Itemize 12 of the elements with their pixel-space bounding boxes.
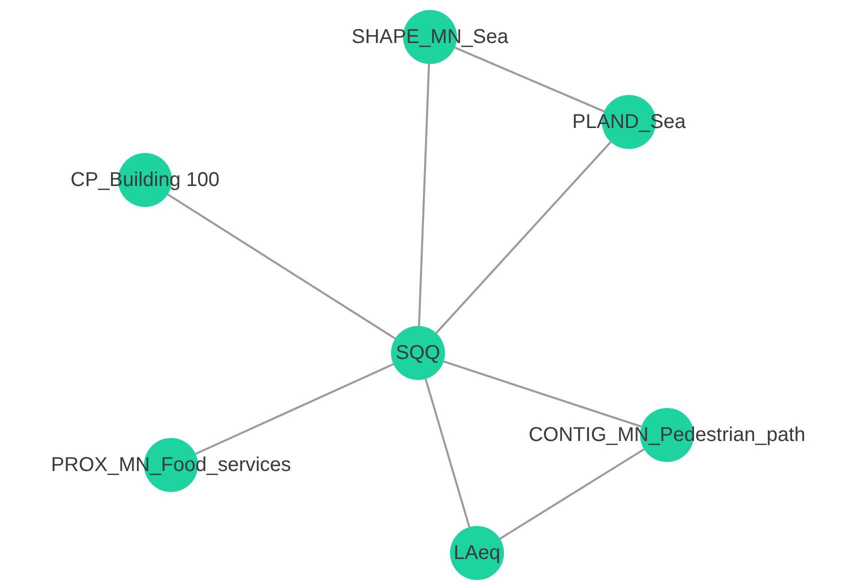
connector-line <box>418 64 430 326</box>
connector-line <box>195 363 394 455</box>
node-label: SQQ <box>396 343 440 363</box>
connector-line <box>424 378 470 528</box>
connector-line <box>499 448 645 540</box>
connector-line <box>167 194 396 340</box>
connector-line <box>454 46 605 112</box>
connector-line <box>435 141 612 334</box>
node-label: LAeq <box>454 543 500 563</box>
node-circle <box>391 326 445 380</box>
node-circle <box>450 526 504 580</box>
connector-line <box>443 360 642 428</box>
